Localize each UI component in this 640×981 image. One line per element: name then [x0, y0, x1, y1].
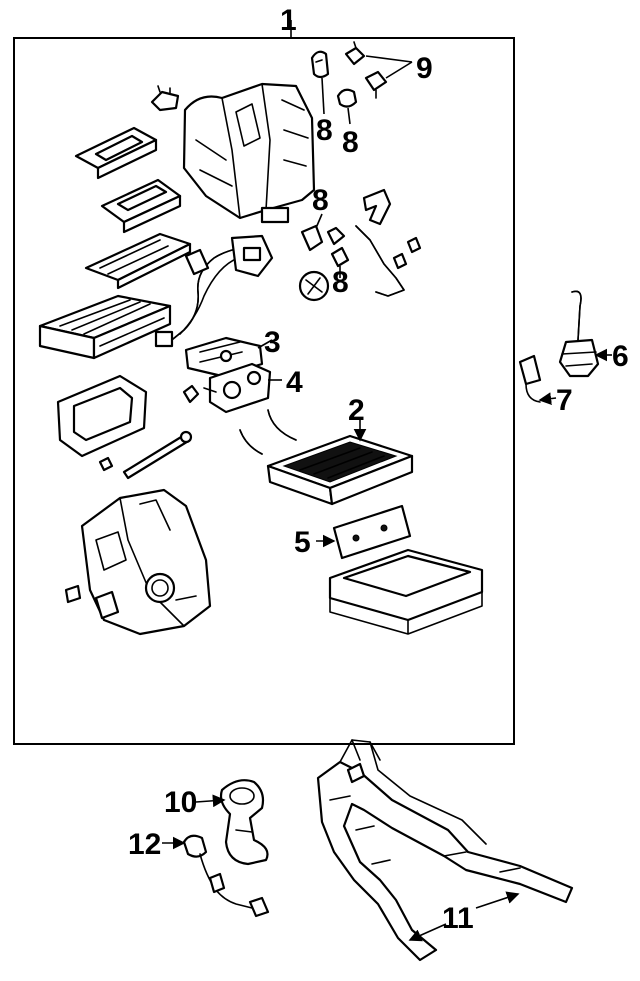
seal-part-5	[332, 504, 412, 560]
rod-part	[122, 430, 193, 480]
callout-8c: 8	[312, 184, 329, 217]
screw-small	[392, 236, 422, 270]
rod-link	[355, 225, 405, 297]
bracket-part	[362, 188, 392, 226]
gear-part	[298, 270, 330, 302]
sensor-part-12	[182, 834, 270, 918]
callout-7: 7	[556, 384, 573, 417]
callout-8b: 8	[342, 126, 359, 159]
fastener-9b	[364, 70, 388, 99]
fastener-9a	[344, 41, 366, 66]
callout-8a-leader	[321, 77, 325, 115]
callout-8b-leader	[347, 107, 351, 125]
callout-6: 6	[612, 340, 629, 373]
clip-part-8c	[300, 224, 346, 252]
callout-4: 4	[286, 366, 303, 399]
callout-2: 2	[348, 394, 365, 427]
duct-frame-part-11	[316, 739, 574, 962]
screw-part	[182, 384, 200, 404]
blower-housing	[182, 82, 316, 224]
vacuum-actuator	[558, 290, 600, 378]
callout-9: 9	[416, 52, 433, 85]
gasket-frame	[56, 374, 148, 458]
callout-8a: 8	[316, 114, 333, 147]
callout-3: 3	[264, 326, 281, 359]
filter-door-1	[74, 126, 158, 180]
callout-1: 1	[280, 4, 297, 37]
callout-11-leader-b	[408, 923, 447, 942]
actuator-part-4	[203, 362, 272, 414]
callout-10-leader	[195, 794, 226, 808]
callout-11: 11	[442, 902, 474, 935]
callout-5: 5	[294, 526, 311, 559]
wiring-harness	[154, 234, 274, 348]
callout-8d: 8	[332, 266, 349, 299]
heater-tray	[328, 548, 484, 635]
callout-10: 10	[164, 786, 197, 819]
heater-core	[239, 409, 414, 506]
callout-8c-leader	[315, 213, 323, 229]
callout-12: 12	[128, 828, 161, 861]
duct-part-10	[219, 779, 269, 866]
callout-7-leader	[538, 392, 557, 405]
small-nut	[98, 456, 114, 472]
callout-11-leader-a	[475, 891, 520, 909]
clip-part-8d	[330, 246, 350, 268]
callout-9-leader-b	[385, 61, 413, 79]
clip-part-8b	[336, 88, 358, 108]
air-filter	[38, 294, 172, 360]
clip-part	[150, 85, 180, 112]
callout-3-leader	[257, 339, 273, 349]
callout-9-leader-a	[365, 55, 413, 63]
heater-case-lower	[64, 488, 212, 636]
grommet-top	[310, 50, 330, 79]
filter-door-2	[100, 178, 182, 234]
assembly-frame	[13, 37, 515, 745]
switch-part	[518, 354, 542, 403]
filter-door-3	[84, 232, 192, 290]
